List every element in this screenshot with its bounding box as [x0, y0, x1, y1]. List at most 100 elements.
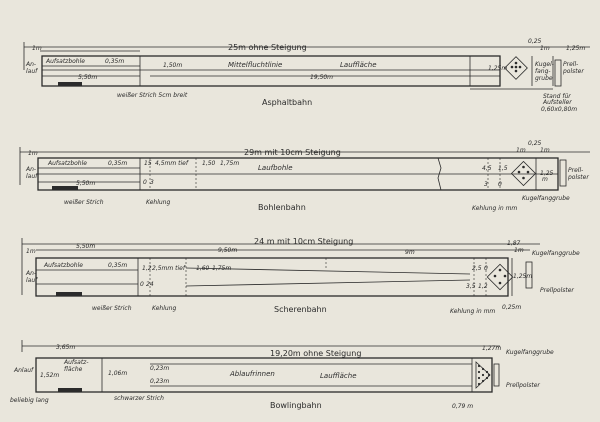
- bohlen-anlauf2: lauf: [26, 173, 38, 180]
- bohlen-prellpolster-box: [559, 159, 567, 187]
- asphalt-laufflaeche: Lauffläche: [340, 61, 377, 69]
- scheren-kehlung: Kehlung: [152, 305, 176, 312]
- scheren-d125v: 1,25m: [513, 273, 532, 280]
- bowling-d152: 1,52m: [40, 372, 59, 379]
- scheren-d175: 1,75m: [212, 265, 231, 272]
- asphalt-d125: 1,25m: [488, 65, 507, 72]
- asphalt-d025: 0,25: [528, 38, 542, 45]
- bowling-d023b: 0,23m: [150, 378, 169, 385]
- scheren-d12b: 1,2: [478, 283, 488, 290]
- scheren-converge-top: [185, 267, 471, 275]
- bowling-d023a: 0,23m: [150, 365, 169, 372]
- asphalt-pin-diamond: [504, 56, 528, 80]
- bowling-prellpolster-box: [493, 363, 500, 387]
- bohlen-pin-diamond: [510, 160, 537, 187]
- scheren-d1m: 1m: [514, 247, 524, 254]
- asphalt-stand1: Stand für: [543, 93, 571, 100]
- bohlen-prell1: Prell-: [568, 167, 583, 174]
- bowling-d106: 1,06m: [108, 370, 127, 377]
- asphalt-anlauf: An-: [25, 61, 36, 68]
- bowling-lane-body: [35, 357, 493, 393]
- asphalt-top-dim: 25m ohne Steigung: [228, 43, 307, 52]
- bohlen-kugelfanggrube: Kugelfanggrube: [522, 195, 570, 202]
- asphalt-stand3: 0,60x0,80m: [541, 106, 577, 113]
- asphalt-left-1m: 1m: [32, 45, 42, 52]
- scheren-weisser-strich: weißer Strich: [92, 305, 132, 312]
- bowling-anlauf: Anlauf: [13, 367, 34, 374]
- bohlen-kehlung-mm: Kehlung in mm: [472, 205, 517, 212]
- bohlen-d0b: 0: [498, 181, 502, 188]
- scheren-aufsatzbohle: Aufsatzbohle: [43, 262, 83, 269]
- asphalt-lane: 25m ohne Steigung 1m Aufsatzbohle 0,35m …: [23, 38, 590, 113]
- scheren-converge-bottom: [185, 279, 471, 287]
- asphalt-prell2: polster: [562, 68, 584, 75]
- scheren-start-strip: [56, 292, 82, 296]
- bowling-top-dim: 19,20m ohne Steigung: [270, 349, 361, 358]
- bowling-kugelfanggrube: Kugelfanggrube: [506, 349, 554, 356]
- bowling-lane: 3,65m 19,20m ohne Steigung Anlauf belieb…: [10, 340, 554, 410]
- bowling-aufsatz2: fläche: [64, 366, 83, 373]
- asphalt-d150: 1,50m: [163, 62, 182, 69]
- bohlen-d550: 5,50m: [76, 180, 95, 187]
- bohlen-start-strip: [52, 186, 78, 190]
- scheren-d025: 0,25m: [502, 304, 521, 311]
- bohlen-top-dim: 29m mit 10cm Steigung: [244, 148, 341, 157]
- scheren-top-dim: 24 m mit 10cm Steigung: [254, 237, 353, 246]
- scheren-d24: 24: [146, 281, 154, 288]
- scheren-pin-diamond: [486, 263, 514, 291]
- asphalt-weisser-strich: weißer Strich 5cm breit: [117, 92, 188, 99]
- bohlen-d3b: 3: [484, 181, 488, 188]
- bohlen-prell2: polster: [567, 174, 589, 181]
- asphalt-stand2: Aufsteller: [542, 99, 572, 106]
- bowling-laufflaeche: Lauffläche: [320, 372, 357, 380]
- asphalt-d1m: 1m: [540, 45, 550, 52]
- scheren-d35: 3,5: [466, 283, 476, 290]
- scheren-prellpolster: Prellpolster: [540, 287, 574, 294]
- bohlen-d125v: 1,25: [540, 170, 554, 177]
- scheren-title: Scherenbahn: [274, 305, 327, 314]
- bohlen-d45: 4,5mm tief: [155, 160, 189, 167]
- bohlen-d1m2: 1m: [540, 147, 550, 154]
- bohlen-d45b: 4,5: [482, 165, 492, 172]
- scheren-lane: 24 m mit 10cm Steigung 1m 5,50m 9,50m 9m…: [21, 237, 580, 315]
- bohlen-d1m: 1m: [516, 147, 526, 154]
- bohlen-d0: 0: [143, 179, 147, 186]
- bowling-schwarzer-strich: schwarzer Strich: [114, 395, 164, 402]
- asphalt-lane-body: [41, 55, 501, 87]
- scheren-anlauf2: lauf: [26, 277, 38, 284]
- asphalt-aufsatzbohle: Aufsatzbohle: [45, 58, 85, 65]
- asphalt-kugel3: grube: [535, 75, 553, 82]
- asphalt-anlauf2: lauf: [26, 68, 38, 75]
- bohlen-left-1m: 1m: [28, 150, 38, 157]
- bohlen-lane: 29m mit 10cm Steigung 1m An- lauf Aufsat…: [19, 140, 590, 212]
- scheren-d187: 1,87: [507, 240, 521, 247]
- bowling-d365: 3,65m: [56, 344, 75, 351]
- asphalt-kugel1: Kugel-: [535, 61, 554, 68]
- scheren-kugelfanggrube: Kugelfanggrube: [532, 250, 580, 257]
- bowling-aufsatz1: Aufsatz-: [63, 359, 89, 366]
- asphalt-title: Asphaltbahn: [262, 98, 312, 107]
- bohlen-d15: 15: [144, 160, 152, 167]
- asphalt-d035: 0,35m: [105, 58, 124, 65]
- scheren-d25b: 2,5: [472, 265, 482, 272]
- bohlen-anlauf: An-: [25, 166, 36, 173]
- bowling-pin-triangle: [475, 361, 491, 389]
- bowling-prellpolster: Prellpolster: [506, 382, 540, 389]
- bowling-d127: 1,27m: [482, 345, 501, 352]
- bohlen-d3: 3: [150, 179, 154, 186]
- bowling-ablaufrinnen: Ablaufrinnen: [229, 370, 275, 378]
- bowling-d079: 0,79 m: [452, 403, 473, 410]
- scheren-d9m: 9m: [405, 249, 415, 256]
- bohlen-d025: 0,25: [528, 140, 542, 147]
- bohlen-laufbohle: Laufbohle: [258, 164, 293, 172]
- asphalt-prell1: Prell-: [563, 61, 578, 68]
- bohlen-break-mark: [437, 157, 442, 191]
- bowling-title: Bowlingbahn: [270, 401, 322, 410]
- scheren-d550: 5,50m: [76, 243, 95, 250]
- bohlen-d150: 1,50: [202, 160, 216, 167]
- asphalt-d1950: 19,50m: [310, 74, 333, 81]
- bohlen-title: Bohlenbahn: [258, 203, 306, 212]
- asphalt-kugel2: fang-: [535, 68, 551, 75]
